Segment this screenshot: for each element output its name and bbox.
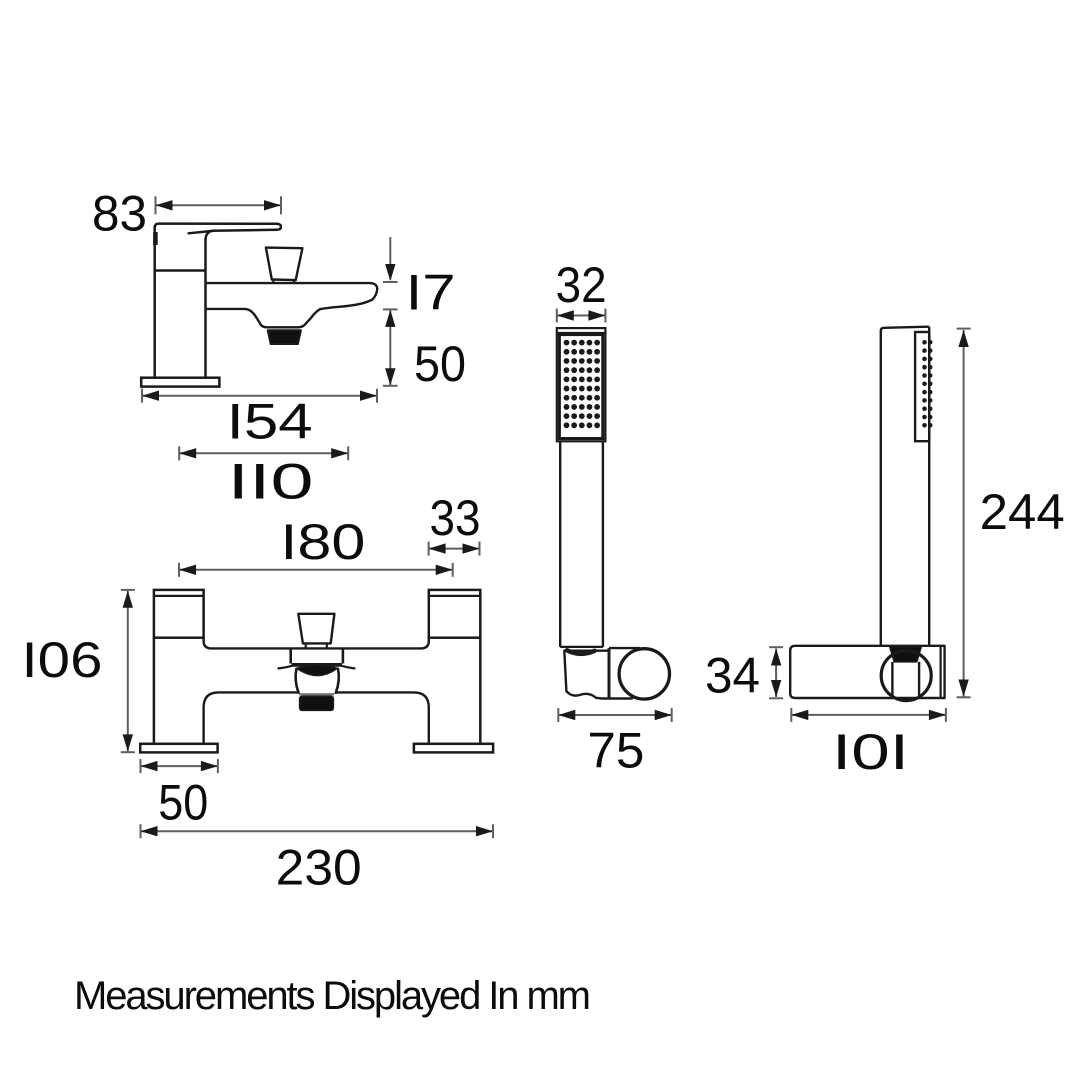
svg-text:33: 33 bbox=[430, 490, 481, 546]
svg-text:I0I: I0I bbox=[832, 724, 909, 780]
svg-text:230: 230 bbox=[276, 839, 362, 895]
svg-text:I06: I06 bbox=[22, 632, 103, 688]
svg-text:50: 50 bbox=[414, 336, 466, 392]
svg-text:32: 32 bbox=[556, 257, 607, 313]
svg-text:I80: I80 bbox=[280, 514, 365, 570]
svg-text:II0: II0 bbox=[228, 453, 314, 509]
svg-text:83: 83 bbox=[92, 185, 147, 241]
svg-text:I54: I54 bbox=[227, 393, 313, 449]
svg-text:50: 50 bbox=[158, 775, 208, 831]
svg-text:75: 75 bbox=[587, 723, 644, 779]
svg-text:34: 34 bbox=[705, 648, 760, 704]
svg-text:I7: I7 bbox=[406, 265, 456, 321]
svg-text:244: 244 bbox=[980, 484, 1065, 540]
svg-text:Measurements Displayed In mm: Measurements Displayed In mm bbox=[74, 974, 591, 1018]
